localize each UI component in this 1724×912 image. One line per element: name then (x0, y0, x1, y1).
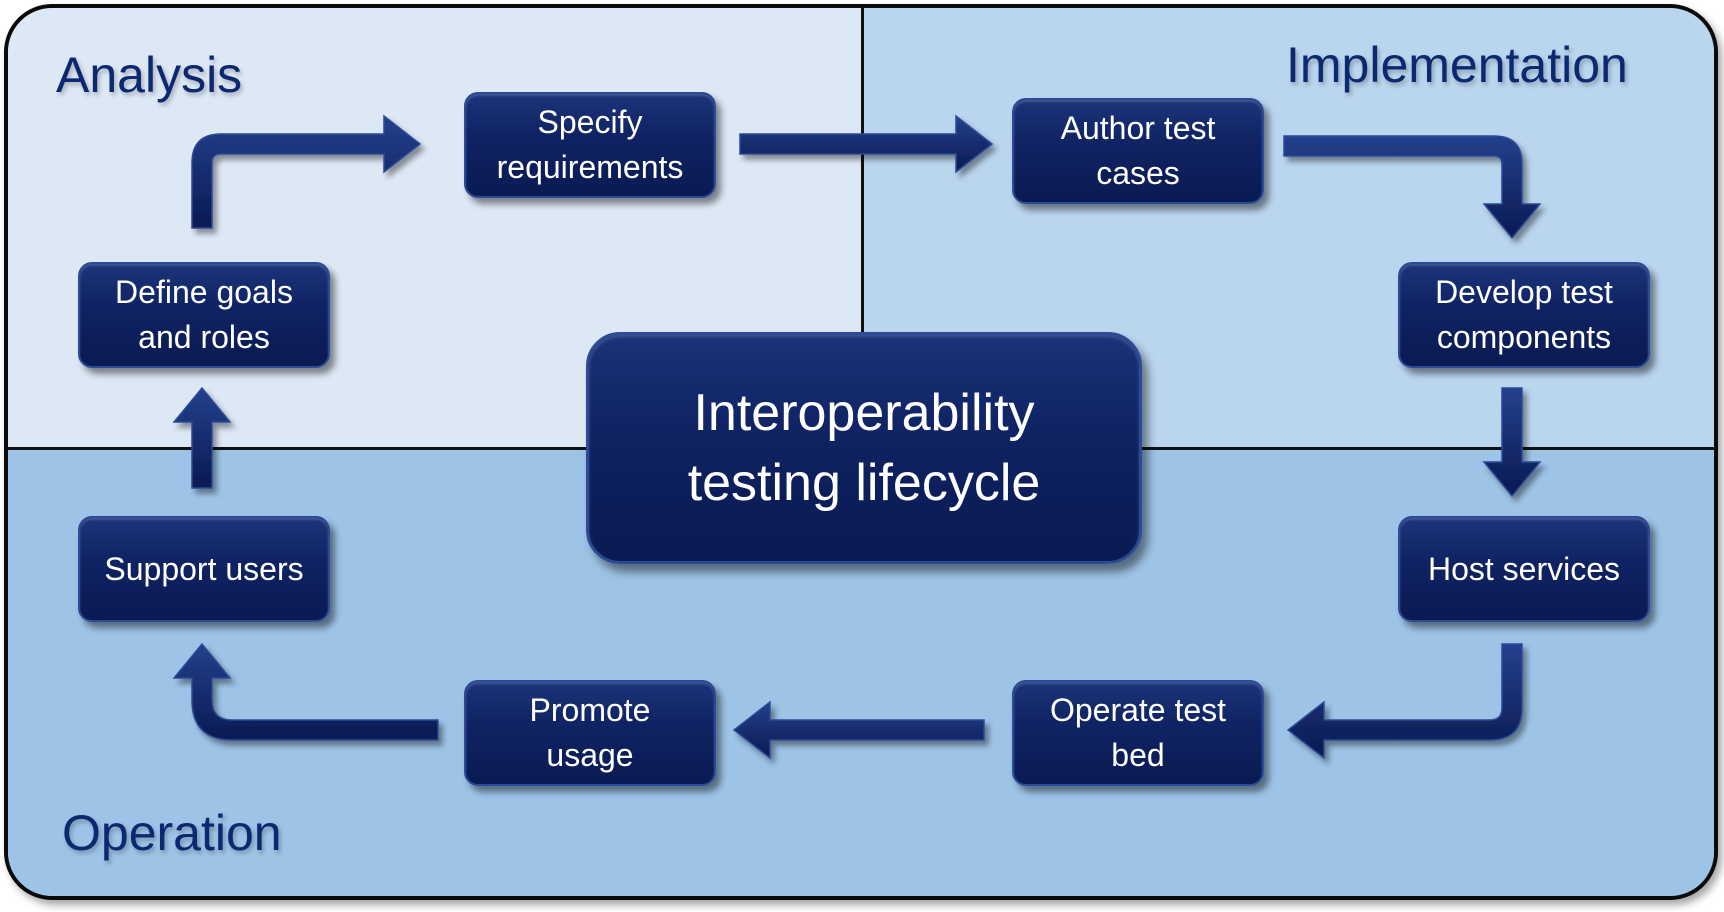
diagram-frame: Analysis Implementation Operation (4, 4, 1718, 900)
flow-arrows (172, 114, 1542, 760)
step-promote-usage: Promote usage (464, 680, 716, 786)
step-host-services: Host services (1398, 516, 1650, 622)
arrow-develop-to-host (1482, 387, 1542, 498)
step-author-test-cases-label: Author test cases (1060, 110, 1216, 191)
step-support-users-label: Support users (104, 550, 304, 587)
step-specify-requirements: Specify requirements (464, 92, 716, 198)
step-specify-requirements-label: Specify requirements (496, 104, 684, 185)
step-author-test-cases: Author test cases (1012, 98, 1264, 204)
arrow-support-to-define (172, 386, 232, 489)
phase-label-operation: Operation (62, 805, 282, 861)
arrow-author-to-develop (1283, 135, 1542, 240)
arrow-host-to-operate (1286, 643, 1523, 760)
lifecycle-title-box: Interoperability testing lifecycle (586, 332, 1142, 564)
step-promote-usage-label: Promote usage (529, 692, 651, 773)
arrow-define-to-specify (191, 114, 422, 229)
step-define-goals-and-roles-label: Define goals and roles (115, 274, 293, 355)
step-operate-test-bed: Operate test bed (1012, 680, 1264, 786)
phase-label-analysis: Analysis (56, 47, 243, 103)
step-support-users: Support users (78, 516, 330, 622)
arrow-specify-to-author (739, 114, 994, 174)
lifecycle-title: Interoperability testing lifecycle (687, 384, 1041, 512)
phase-label-implementation: Implementation (1286, 37, 1628, 93)
step-define-goals-and-roles: Define goals and roles (78, 262, 330, 368)
arrow-promote-to-support (172, 642, 439, 741)
step-host-services-label: Host services (1427, 550, 1621, 587)
step-develop-test-components-label: Develop test components (1435, 274, 1613, 355)
step-develop-test-components: Develop test components (1398, 262, 1650, 368)
arrow-operate-to-promote (732, 700, 985, 760)
vertical-divider (861, 8, 864, 448)
step-operate-test-bed-label: Operate test bed (1049, 692, 1227, 773)
